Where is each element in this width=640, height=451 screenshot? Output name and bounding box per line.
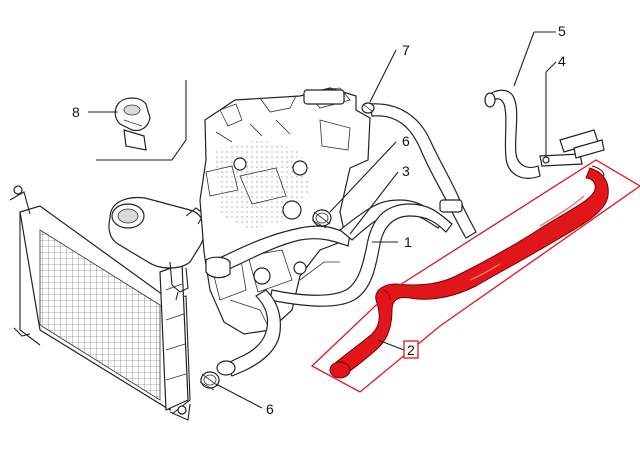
- hose-1: [269, 203, 453, 307]
- hose-5: [484, 89, 541, 179]
- expansion-tank: [108, 196, 205, 301]
- hose-upper-return: [369, 103, 477, 239]
- clamp-7: [361, 102, 375, 114]
- callout-5: 5: [558, 23, 566, 39]
- callout-2-box: [403, 340, 419, 359]
- hose-2-highlighted: [329, 165, 609, 379]
- callout-6-upper: 6: [402, 133, 410, 149]
- leader-lines: [88, 31, 557, 409]
- callouts: 8 7 6 3 1 5 4 6 2: [72, 23, 566, 417]
- callout-2: 2: [407, 342, 415, 358]
- radiator: [9, 185, 191, 421]
- callout-6-lower: 6: [266, 401, 274, 417]
- clamp-upper: [311, 209, 332, 229]
- callout-8: 8: [72, 104, 80, 120]
- hose-lower-left: [205, 256, 281, 377]
- engine-block: [199, 87, 371, 335]
- inset-clip-8: [96, 80, 187, 161]
- callout-4: 4: [558, 53, 566, 69]
- clamp-lower: [199, 371, 220, 391]
- pipe-4: [539, 72, 605, 167]
- callout-7: 7: [402, 42, 410, 58]
- callout-3: 3: [402, 163, 410, 179]
- callout-1: 1: [404, 234, 412, 250]
- highlight-frame: [310, 159, 640, 393]
